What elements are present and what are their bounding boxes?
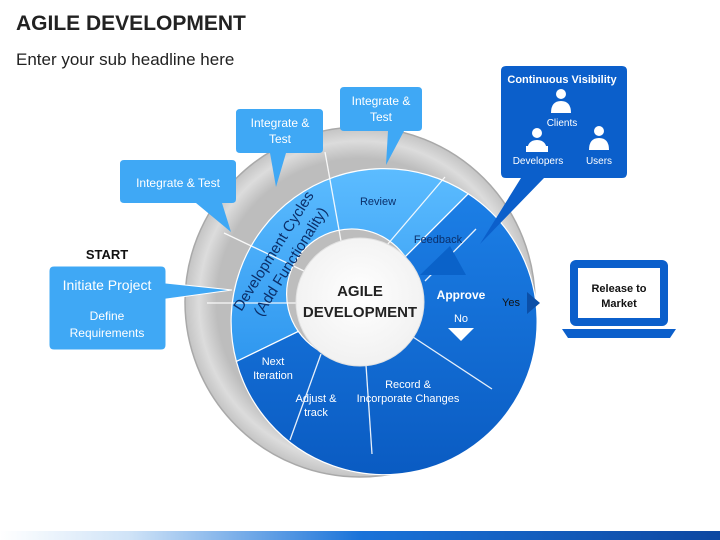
users-label: Users: [586, 156, 612, 167]
developers-label: Developers: [513, 156, 564, 167]
callout-mid: [236, 109, 323, 187]
callout-top-line2: Test: [370, 110, 393, 124]
initiate-title: Initiate Project: [63, 277, 152, 293]
callout-mid-line1: Integrate &: [251, 116, 310, 130]
initiate-box: [48, 265, 233, 351]
initiate-line2: Requirements: [70, 326, 145, 340]
visibility-box: [480, 66, 627, 244]
adjust-label-line2: track: [304, 407, 328, 419]
approve-label: Approve: [437, 288, 486, 302]
callout-top: [340, 87, 422, 165]
no-label: No: [454, 313, 468, 325]
center-circle: [295, 237, 425, 367]
release-line1: Release to: [591, 283, 646, 295]
record-label-line1: Record &: [385, 379, 432, 391]
next-label-line1: Next: [262, 356, 285, 368]
adjust-label-line1: Adjust &: [296, 393, 338, 405]
release-line2: Market: [601, 298, 637, 310]
yes-label: Yes: [502, 297, 520, 309]
page-title: AGILE DEVELOPMENT: [16, 12, 246, 35]
clients-label: Clients: [547, 118, 578, 129]
user-person-icon: [589, 126, 609, 150]
segment-development-cycles: [230, 168, 470, 363]
yes-arrow-icon: [527, 292, 540, 314]
callout-mid-line2: Test: [269, 132, 292, 146]
record-label-line2: Incorporate Changes: [357, 393, 460, 405]
center-label-line2: DEVELOPMENT: [303, 304, 417, 321]
feedback-label: Feedback: [414, 234, 463, 246]
no-down-arrow-icon: [448, 328, 474, 341]
review-label: Review: [360, 196, 396, 208]
callout-top-line1: Integrate &: [352, 94, 411, 108]
center-label-line1: AGILE: [337, 283, 383, 300]
callout-left-text: Integrate & Test: [136, 176, 220, 190]
page-subtitle: Enter your sub headline here: [16, 50, 235, 69]
approve-arrow-tip: [420, 246, 466, 275]
callout-left: [120, 160, 236, 232]
visibility-title: Continuous Visibility: [507, 74, 617, 86]
developer-icon: [526, 128, 548, 152]
next-label-line2: Iteration: [253, 370, 293, 382]
client-person-icon: [551, 89, 571, 113]
laptop-icon: [562, 260, 676, 338]
bottom-accent-bar: [0, 531, 720, 540]
initiate-line1: Define: [90, 309, 125, 323]
start-label: START: [86, 247, 128, 262]
